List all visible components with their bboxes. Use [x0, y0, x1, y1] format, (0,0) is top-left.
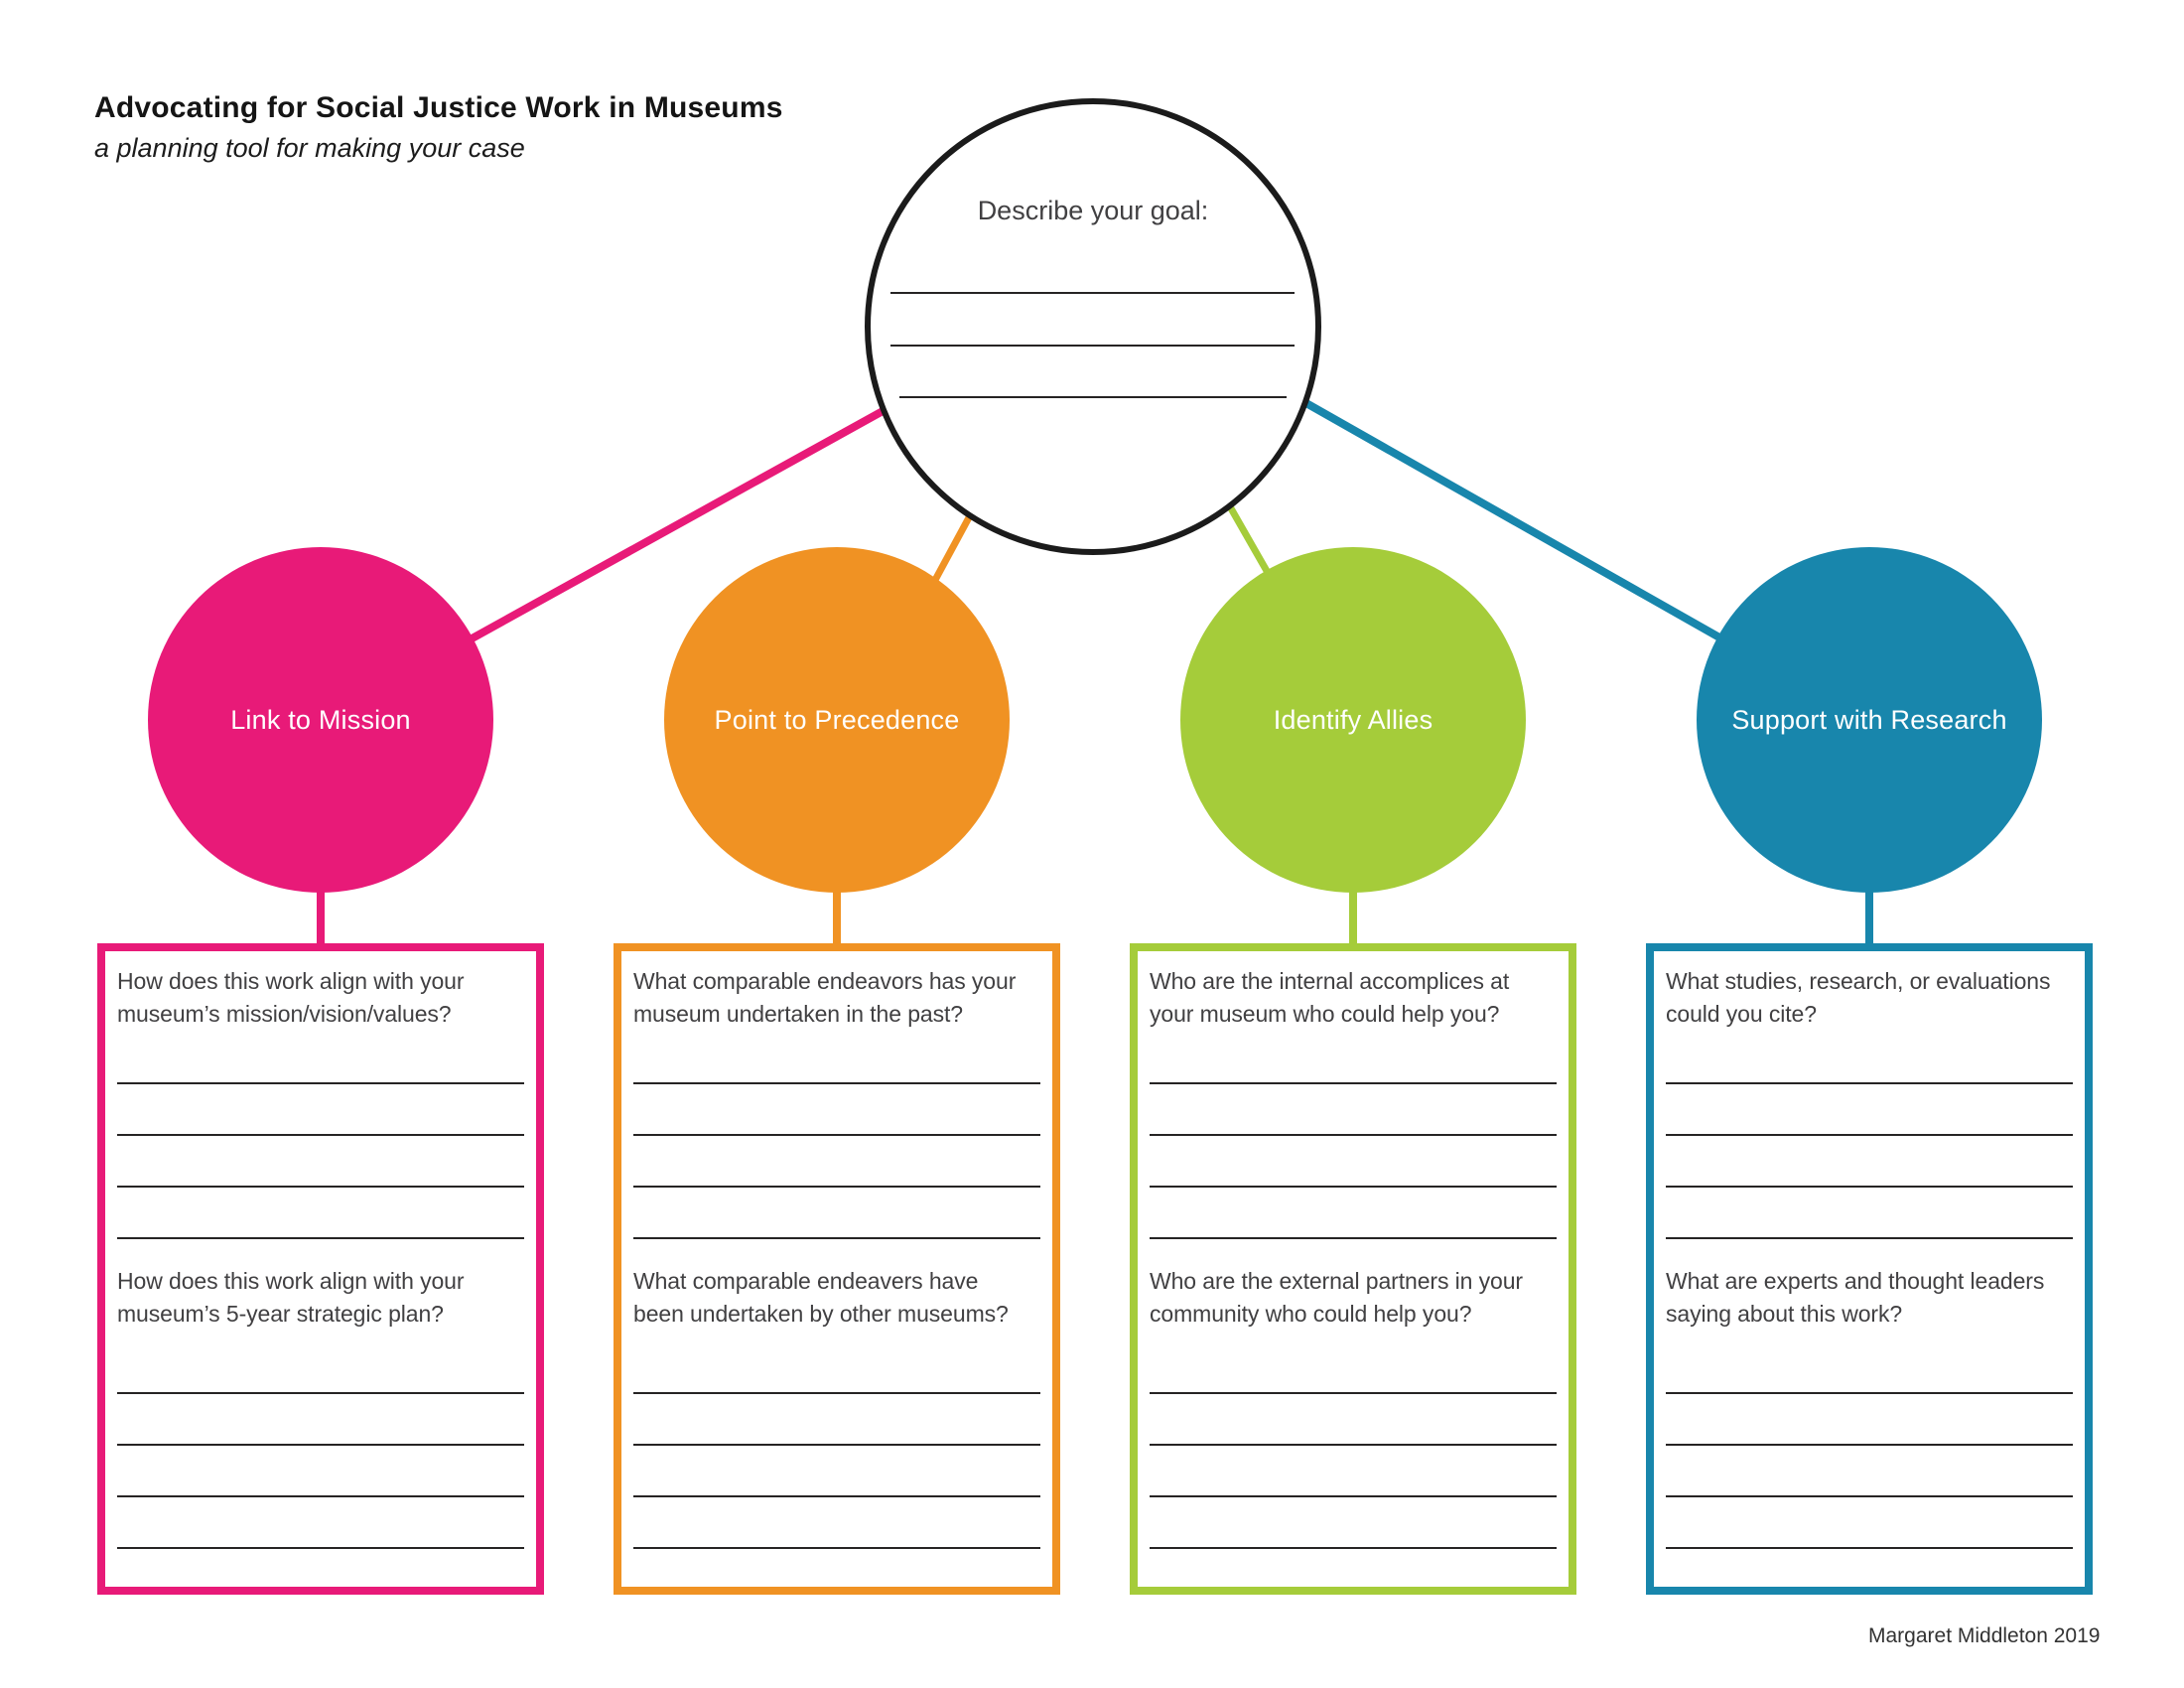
write-lines-group: [1666, 1082, 2073, 1289]
write-line: [633, 1495, 1040, 1497]
write-line: [1666, 1495, 2073, 1497]
question-text: Who are the internal accomplices at your…: [1150, 968, 1510, 1027]
write-line: [117, 1082, 524, 1084]
write-line: [633, 1186, 1040, 1188]
node-label: Identify Allies: [1273, 704, 1433, 735]
write-line: [1150, 1392, 1557, 1394]
question-text: What comparable endeavers have been unde…: [633, 1268, 1009, 1327]
question-text: What studies, research, or evaluations c…: [1666, 968, 2051, 1027]
write-line: [1150, 1082, 1557, 1084]
write-line: [1666, 1134, 2073, 1136]
write-line: [117, 1186, 524, 1188]
question-box-allies: Who are the internal accomplices at your…: [1130, 943, 1576, 1595]
question-text: How does this work align with your museu…: [117, 1268, 465, 1327]
connector-line-research: [1302, 398, 1744, 654]
write-line: [1150, 1237, 1557, 1239]
page-title: Advocating for Social Justice Work in Mu…: [94, 91, 783, 124]
goal-write-line: [899, 396, 1287, 398]
write-line: [1666, 1444, 2073, 1446]
page-subtitle: a planning tool for making your case: [94, 133, 525, 163]
question-text: What are experts and thought leaders say…: [1666, 1268, 2045, 1327]
write-lines-group: [117, 1082, 524, 1289]
write-line: [1150, 1547, 1557, 1549]
write-line: [633, 1082, 1040, 1084]
write-line: [633, 1237, 1040, 1239]
node-label: Support with Research: [1731, 704, 2007, 735]
write-line: [1666, 1547, 2073, 1549]
write-lines-group: [1150, 1082, 1557, 1289]
node-label: Link to Mission: [230, 704, 411, 735]
write-line: [1150, 1495, 1557, 1497]
write-line: [1666, 1237, 2073, 1239]
author-credit: Margaret Middleton 2019: [1868, 1624, 2101, 1647]
write-line: [117, 1495, 524, 1497]
question-box-mission: How does this work align with your museu…: [97, 943, 544, 1595]
write-line: [1666, 1392, 2073, 1394]
goal-circle-label: Describe your goal:: [977, 196, 1209, 225]
write-lines-group: [633, 1082, 1040, 1289]
write-line: [633, 1444, 1040, 1446]
goal-write-line: [890, 292, 1295, 294]
connector-line-mission: [465, 401, 895, 645]
write-line: [633, 1134, 1040, 1136]
question-box-precedence: What comparable endeavors has your museu…: [614, 943, 1060, 1595]
node-label: Point to Precedence: [714, 704, 960, 735]
node-circle-mission: Link to Mission: [148, 547, 493, 893]
write-lines-group: [1150, 1392, 1557, 1599]
write-line: [117, 1237, 524, 1239]
write-lines-group: [117, 1392, 524, 1599]
question-text: What comparable endeavors has your museu…: [633, 968, 1017, 1027]
write-line: [117, 1444, 524, 1446]
goal-circle: Describe your goal:: [865, 98, 1321, 555]
write-line: [1150, 1186, 1557, 1188]
write-line: [1150, 1134, 1557, 1136]
write-line: [117, 1547, 524, 1549]
write-line: [633, 1547, 1040, 1549]
write-line: [1150, 1444, 1557, 1446]
write-line: [1666, 1186, 2073, 1188]
goal-write-line: [890, 345, 1295, 347]
node-circle-research: Support with Research: [1697, 547, 2042, 893]
question-box-research: What studies, research, or evaluations c…: [1646, 943, 2093, 1595]
question-text: How does this work align with your museu…: [117, 968, 465, 1027]
write-line: [117, 1392, 524, 1394]
write-line: [117, 1134, 524, 1136]
write-line: [1666, 1082, 2073, 1084]
question-text: Who are the external partners in your co…: [1150, 1268, 1523, 1327]
write-line: [633, 1392, 1040, 1394]
node-circle-allies: Identify Allies: [1180, 547, 1526, 893]
write-lines-group: [1666, 1392, 2073, 1599]
write-lines-group: [633, 1392, 1040, 1599]
node-circle-precedence: Point to Precedence: [664, 547, 1010, 893]
